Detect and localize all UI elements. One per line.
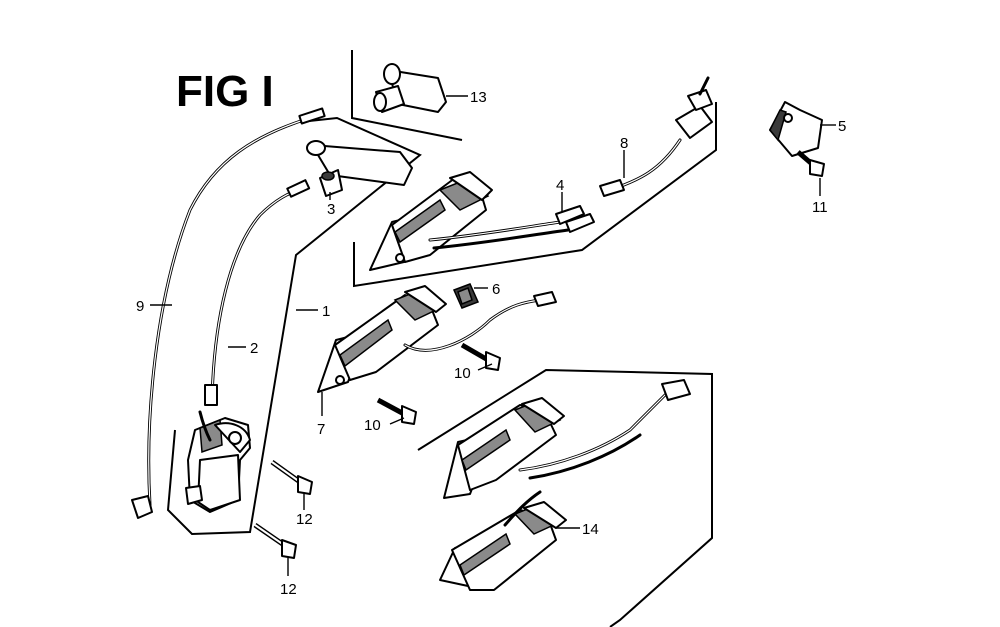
bolt-11 (796, 150, 825, 177)
frame-ignition-coil (166, 116, 422, 536)
part-1-ignition-coil (185, 410, 251, 513)
callout-7: 7 (317, 421, 325, 438)
callout-10-upper: 10 (454, 365, 471, 382)
callout-6: 6 (492, 281, 500, 298)
part-8-harness (599, 76, 713, 197)
part-5-bracket (769, 101, 823, 157)
callout-9: 9 (136, 298, 144, 315)
part-3-plug-cap (306, 140, 413, 197)
callout-11: 11 (812, 199, 828, 216)
callout-4: 4 (556, 177, 564, 194)
frame-exciter-coil (353, 102, 717, 288)
callout-8: 8 (620, 135, 628, 152)
part-14-charge-coil-upper (443, 379, 691, 499)
callout-1: 1 (322, 303, 330, 320)
part-9-cord (131, 107, 326, 519)
frame-plug-cap (351, 50, 463, 141)
part-4-exciter-coil (369, 171, 595, 271)
callout-12-upper: 12 (296, 511, 313, 528)
callout-10-lower: 10 (364, 417, 381, 434)
callout-2: 2 (250, 340, 258, 357)
leader-lines (150, 95, 836, 576)
callout-12-lower: 12 (280, 581, 297, 598)
callout-14: 14 (582, 521, 599, 538)
bolt-12-lower (253, 522, 297, 559)
callout-3: 3 (327, 201, 335, 218)
part-6-grommet (452, 283, 480, 309)
bolt-10-lower (376, 397, 417, 425)
part-13-plug-cap (373, 63, 447, 113)
part-7-pulser-coil (317, 285, 557, 393)
part-2-cord (204, 179, 311, 406)
figure-title: FIG I (176, 67, 274, 116)
bolt-10-upper (460, 342, 501, 371)
callout-13: 13 (470, 89, 487, 106)
bolt-12-upper (270, 459, 313, 495)
frame-charge-coil (417, 368, 713, 627)
part-14-charge-coil-lower (439, 490, 567, 591)
callout-5: 5 (838, 118, 846, 135)
